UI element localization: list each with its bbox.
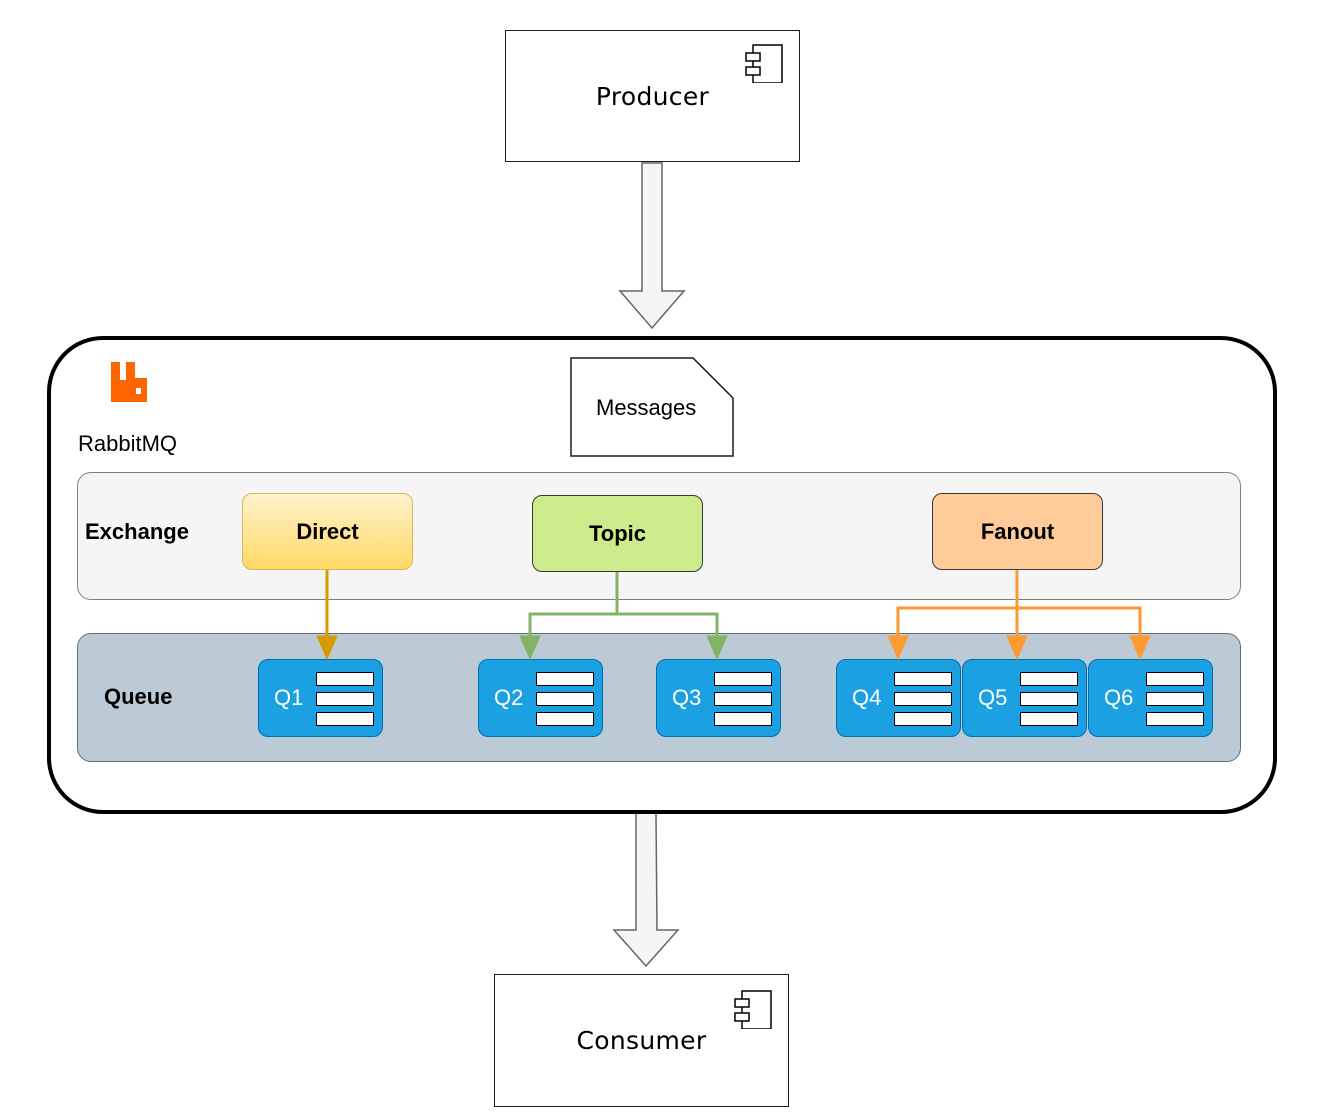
queue-slot [536, 672, 594, 686]
fanout-edges [887, 570, 1151, 661]
queue-slot [1146, 712, 1204, 726]
messages-label: Messages [596, 395, 697, 420]
rabbitmq-label: RabbitMQ [78, 431, 178, 456]
consumer-node: Consumer [494, 974, 789, 1107]
producer-to-broker-arrow [618, 162, 686, 330]
rabbitmq-logo-icon [111, 362, 147, 402]
queue-slot [714, 692, 772, 706]
queue-slot [714, 672, 772, 686]
queue-slot [894, 672, 952, 686]
queue-slot [316, 692, 374, 706]
queue-q6: Q6 [1088, 659, 1213, 737]
fanout-exchange-label: Fanout [980, 518, 1055, 544]
queue-slot [1146, 692, 1204, 706]
queue-slot [1020, 672, 1078, 686]
direct-exchange: Direct [242, 493, 413, 570]
component-icon [745, 44, 783, 83]
queue-slot [714, 712, 772, 726]
queue-q3-label: Q3 [672, 685, 702, 710]
topic-exchange-label: Topic [588, 520, 647, 546]
queue-q1: Q1 [258, 659, 383, 737]
queue-q2-label: Q2 [494, 685, 524, 710]
queue-lane-label: Queue [104, 684, 173, 709]
queue-slot [894, 692, 952, 706]
consumer-label: Consumer [576, 1026, 707, 1055]
queue-slot [536, 712, 594, 726]
direct-exchange-label: Direct [296, 518, 359, 544]
direct-edge [316, 570, 338, 661]
queue-slot [316, 672, 374, 686]
queue-q2: Q2 [478, 659, 603, 737]
message-document-shape [570, 357, 734, 457]
queue-slot [894, 712, 952, 726]
broker-to-consumer-arrow [612, 812, 680, 968]
exchange-lane-label: Exchange [85, 519, 189, 544]
queue-slot [1020, 692, 1078, 706]
queue-q1-label: Q1 [274, 685, 304, 710]
queue-slot [1020, 712, 1078, 726]
topic-edges [519, 572, 728, 661]
producer-label: Producer [595, 81, 710, 111]
queue-q4: Q4 [836, 659, 961, 737]
queue-q3: Q3 [656, 659, 781, 737]
queue-slot [1146, 672, 1204, 686]
queue-q4-label: Q4 [852, 685, 882, 710]
queue-q6-label: Q6 [1104, 685, 1134, 710]
queue-q5: Q5 [962, 659, 1087, 737]
producer-node: Producer [505, 30, 800, 162]
topic-exchange: Topic [532, 495, 703, 572]
fanout-exchange: Fanout [932, 493, 1103, 570]
queue-slot [536, 692, 594, 706]
component-icon [734, 990, 772, 1029]
queue-slot [316, 712, 374, 726]
queue-q5-label: Q5 [978, 685, 1008, 710]
